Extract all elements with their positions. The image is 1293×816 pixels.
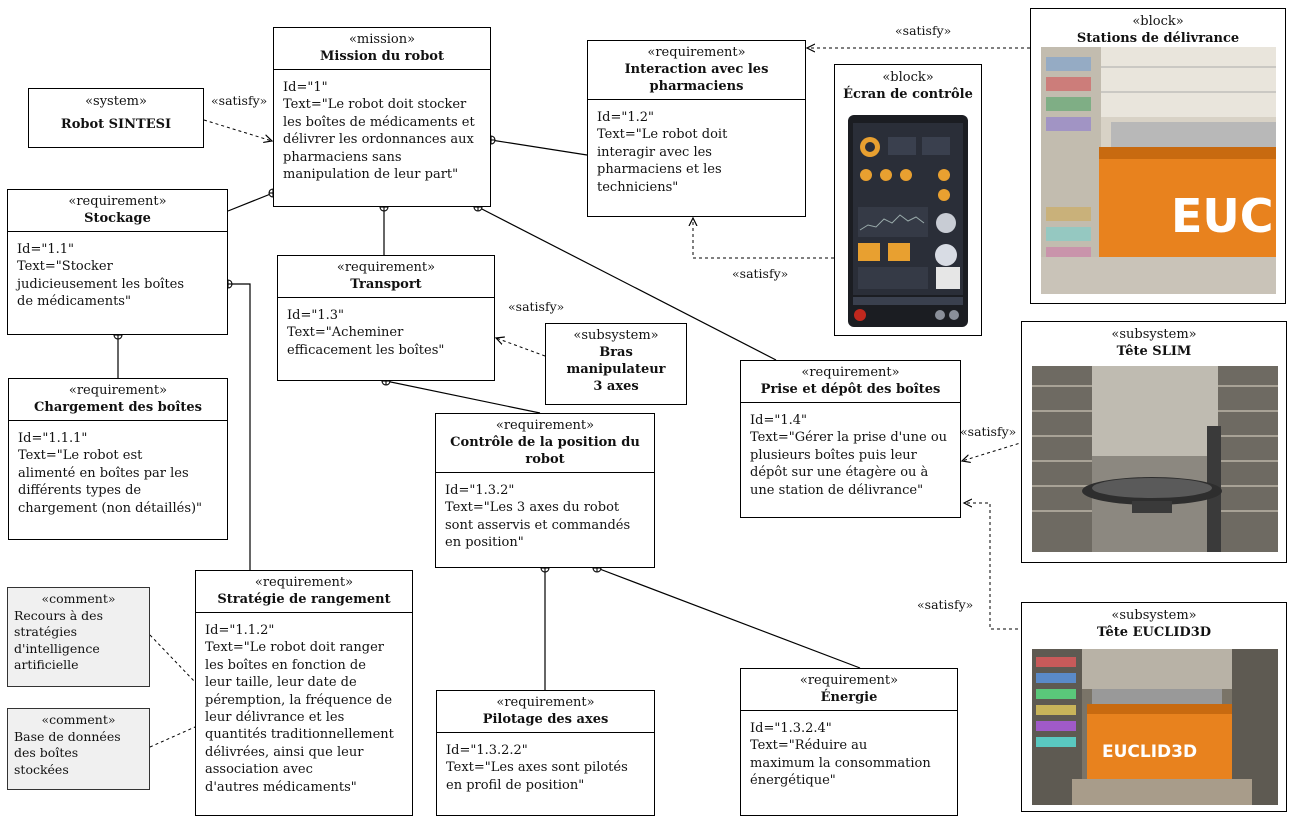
prise-body: Id="1.4" Text="Gérer la prise d'une ou p… <box>741 402 960 505</box>
mission-name: Mission du robot <box>320 49 444 64</box>
comment-database[interactable]: «comment» Base de données des boîtes sto… <box>7 708 150 790</box>
pilotage-name: Pilotage des axes <box>482 712 609 727</box>
transport-name: Transport <box>350 277 422 292</box>
chargement-name: Chargement des boîtes <box>34 400 202 415</box>
energie-body: Id="1.3.2.4" Text="Réduire au maximum la… <box>741 710 957 796</box>
stations-photo-image: EUC <box>1041 47 1276 294</box>
controle-name: Contrôle de la position du robot <box>450 435 640 467</box>
satisfy-system-mission <box>203 119 272 141</box>
stations-photo: EUC <box>1041 47 1276 294</box>
satisfy-label-euclid: «satisfy» <box>917 597 974 612</box>
comment-ai[interactable]: «comment» Recours à des stratégies d'int… <box>7 587 150 687</box>
bras-subsystem[interactable]: «subsystem» Bras manipulateur 3 axes <box>545 323 687 405</box>
satisfy-label-ecran: «satisfy» <box>732 266 789 281</box>
transport-body: Id="1.3" Text="Acheminer efficacement le… <box>278 297 494 365</box>
stockage-name: Stockage <box>84 211 151 226</box>
chargement-stereotype: «requirement» <box>68 383 168 398</box>
controle-body: Id="1.3.2" Text="Les 3 axes du robot son… <box>436 472 654 558</box>
stations-logo: EUC <box>1171 189 1274 243</box>
satisfy-bras-transport <box>496 338 546 357</box>
euclid-name: Tête EUCLID3D <box>1096 625 1212 640</box>
link-mission-interaction <box>490 139 588 156</box>
euclid-logo: EUCLID3D <box>1102 742 1197 762</box>
ecran-stereotype: «block» <box>882 70 934 85</box>
interaction-requirement[interactable]: «requirement» Interaction avec les pharma… <box>587 40 806 217</box>
strategie-body: Id="1.1.2" Text="Le robot doit ranger le… <box>196 612 412 802</box>
ecran-name: Écran de contrôle <box>843 87 973 102</box>
slim-photo <box>1032 366 1278 552</box>
ecran-photo <box>848 115 968 327</box>
satisfy-label-slim: «satisfy» <box>960 424 1017 439</box>
comment-database-stereotype: «comment» <box>41 712 116 727</box>
pilotage-requirement[interactable]: «requirement» Pilotage des axes Id="1.3.2… <box>436 690 655 816</box>
satisfy-label-system: «satisfy» <box>211 93 268 108</box>
energie-requirement[interactable]: «requirement» Énergie Id="1.3.2.4" Text="… <box>740 668 958 816</box>
stockage-body: Id="1.1" Text="Stocker judicieusement le… <box>8 231 227 317</box>
satisfy-slim-prise <box>962 439 1031 461</box>
euclid-stereotype: «subsystem» <box>1111 608 1197 623</box>
euclid-block[interactable]: «subsystem» Tête EUCLID3D EUCLID3D <box>1021 602 1287 812</box>
satisfy-label-stations: «satisfy» <box>895 23 952 38</box>
strategie-name: Stratégie de rangement <box>217 592 391 607</box>
mission-body: Id="1" Text="Le robot doit stocker les b… <box>274 69 490 189</box>
mission-stereotype: «mission» <box>348 32 416 47</box>
interaction-body: Id="1.2" Text="Le robot doit interagir a… <box>588 99 805 202</box>
anchor-comment2 <box>149 726 196 748</box>
system-name: Robot SINTESI <box>60 117 172 132</box>
energie-name: Énergie <box>820 690 878 705</box>
link-mission-stockage <box>227 192 274 212</box>
system-stereotype: «system» <box>85 94 147 109</box>
link-stockage-strategie <box>228 283 251 570</box>
system-block[interactable]: «system» Robot SINTESI <box>28 88 204 148</box>
satisfy-euclid-prise <box>964 503 1030 630</box>
interaction-stereotype: «requirement» <box>647 45 746 60</box>
euclid-photo-image: EUCLID3D <box>1032 649 1278 805</box>
stockage-requirement[interactable]: «requirement» Stockage Id="1.1" Text="Sto… <box>7 189 228 335</box>
link-controle-energie <box>596 567 861 669</box>
pilotage-body: Id="1.3.2.2" Text="Les axes sont pilotés… <box>437 732 654 800</box>
slim-block[interactable]: «subsystem» Tête SLIM <box>1021 321 1287 563</box>
bras-stereotype: «subsystem» <box>573 328 659 343</box>
satisfy-label-bras: «satisfy» <box>508 299 565 314</box>
stockage-stereotype: «requirement» <box>68 194 167 209</box>
strategie-stereotype: «requirement» <box>254 575 354 590</box>
comment-ai-text: Recours à des stratégies d'intelligence … <box>14 607 103 673</box>
strategie-requirement[interactable]: «requirement» Stratégie de rangement Id="… <box>195 570 413 816</box>
euclid-photo: EUCLID3D <box>1032 649 1278 805</box>
interaction-name: Interaction avec les pharmaciens <box>624 62 769 94</box>
satisfy-ecran-interaction <box>693 218 834 259</box>
stations-name: Stations de délivrance <box>1076 31 1240 46</box>
slim-photo-image <box>1032 366 1278 552</box>
prise-stereotype: «requirement» <box>801 365 900 380</box>
prise-requirement[interactable]: «requirement» Prise et dépôt des boîtes I… <box>740 360 961 518</box>
mission-block[interactable]: «mission» Mission du robot Id="1" Text="L… <box>273 27 491 207</box>
slim-stereotype: «subsystem» <box>1111 327 1197 342</box>
chargement-body: Id="1.1.1" Text="Le robot est alimenté e… <box>9 420 227 523</box>
stations-block[interactable]: «block» Stations de délivrance EUC <box>1030 8 1286 304</box>
pilotage-stereotype: «requirement» <box>496 695 595 710</box>
link-transport-controle <box>385 380 541 414</box>
bras-name: Bras manipulateur 3 axes <box>566 345 666 394</box>
transport-requirement[interactable]: «requirement» Transport Id="1.3" Text="Ac… <box>277 255 495 381</box>
controle-stereotype: «requirement» <box>495 418 595 433</box>
ecran-block[interactable]: «block» Écran de contrôle <box>834 64 982 336</box>
energie-stereotype: «requirement» <box>799 673 899 688</box>
slim-name: Tête SLIM <box>1116 344 1192 359</box>
prise-name: Prise et dépôt des boîtes <box>760 382 941 397</box>
link-mission-prise <box>477 206 777 361</box>
comment-database-text: Base de données des boîtes stockées <box>14 728 121 777</box>
controle-requirement[interactable]: «requirement» Contrôle de la position du … <box>435 413 655 568</box>
comment-ai-stereotype: «comment» <box>41 591 116 606</box>
chargement-requirement[interactable]: «requirement» Chargement des boîtes Id="1… <box>8 378 228 540</box>
transport-stereotype: «requirement» <box>336 260 436 275</box>
anchor-comment1 <box>149 634 196 683</box>
ecran-photo-image <box>848 115 968 327</box>
stations-stereotype: «block» <box>1132 14 1184 29</box>
